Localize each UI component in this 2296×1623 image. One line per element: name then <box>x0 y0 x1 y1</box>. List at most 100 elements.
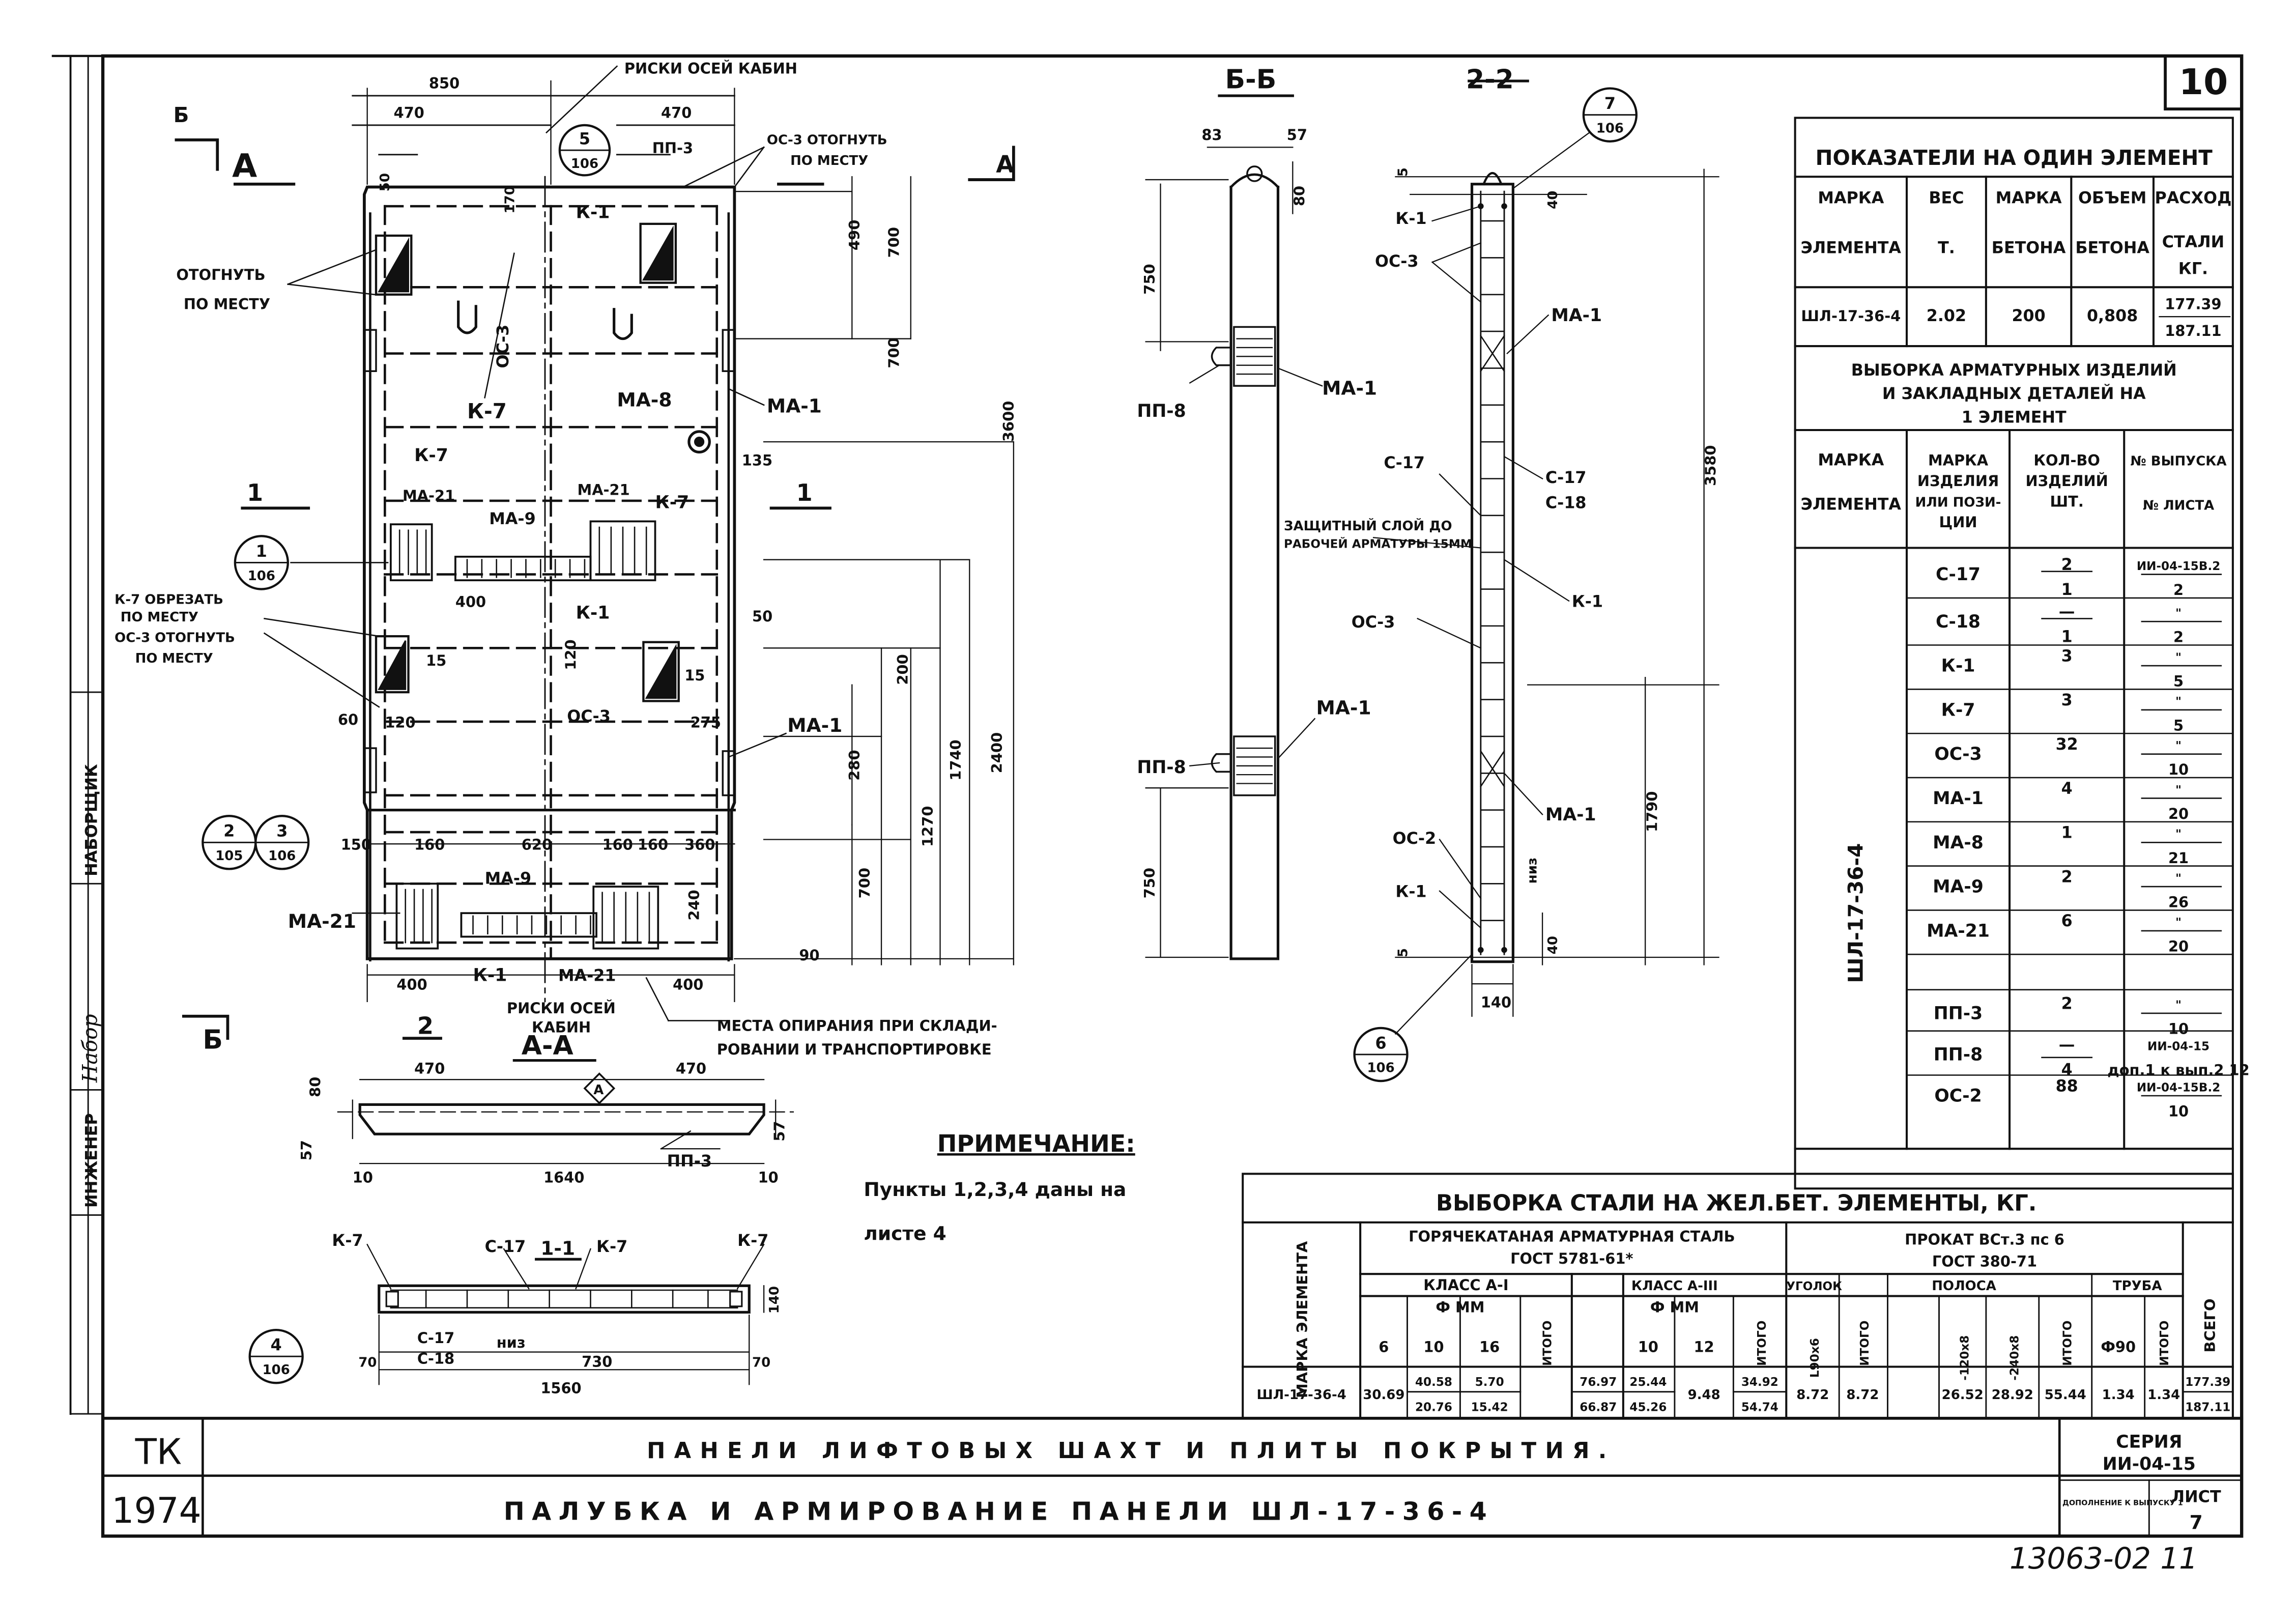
s22-circle6-bottom: 106 <box>1367 1061 1394 1076</box>
selection-row-mark: ОС-3 <box>1934 744 1982 764</box>
selection-row-ref-bottom: 26 <box>2168 894 2189 911</box>
s11-k7-mid: К-7 <box>596 1237 627 1256</box>
selection-row-mark: К-7 <box>1941 700 1975 720</box>
s22-dim-3580: 3580 <box>1702 445 1719 486</box>
note-line-1: Пункты 1,2,3,4 даны на <box>864 1178 1126 1201</box>
dim-50: 50 <box>752 608 772 625</box>
bb-ma1-bottom: МА-1 <box>1316 696 1371 719</box>
s11-c18: С-18 <box>417 1350 454 1368</box>
label-ma9-b: МА-9 <box>485 869 531 888</box>
dim-150: 150 <box>341 836 371 853</box>
dim-15-right: 15 <box>684 667 705 684</box>
label-ma8: МА-8 <box>617 389 672 411</box>
bb-dim-750-top: 750 <box>1141 264 1158 294</box>
steel-itogo-2: ИТОГО <box>1756 1321 1769 1366</box>
s22-niz: низ <box>1525 858 1540 884</box>
dim-470-right: 470 <box>661 104 692 121</box>
bb-dim-83: 83 <box>1201 126 1222 144</box>
k7-cut-3: ОС-3 ОТОГНУТЬ <box>114 631 235 646</box>
ind-h-steel-1: РАСХОД <box>2155 188 2231 207</box>
dim-160-a: 160 <box>414 836 445 853</box>
aa-dim-57-right: 57 <box>771 1121 788 1141</box>
selection-row-qty-top: 2 <box>2061 867 2073 886</box>
steel-v-pipe-it: 1.34 <box>2147 1387 2180 1403</box>
footer-list-label: ЛИСТ <box>2171 1488 2221 1506</box>
k7-cut-2: ПО МЕСТУ <box>121 610 198 625</box>
selection-row-qty-top: 3 <box>2061 646 2073 665</box>
sheet-border <box>101 54 2244 1538</box>
steel-col-6: 6 <box>1379 1339 1389 1356</box>
label-ma21-b: МА-21 <box>577 481 629 498</box>
label-k7-b: К-7 <box>414 445 448 466</box>
steel-col-angle: L90x6 <box>1809 1338 1822 1378</box>
section-b-mark-bottom: Б <box>203 1024 223 1055</box>
sel-h-item-2: ИЗДЕЛИЯ <box>1917 472 1999 490</box>
steel-hot-1: ГОРЯЧЕКАТАНАЯ АРМАТУРНАЯ СТАЛЬ <box>1409 1228 1735 1245</box>
label-oc3-b: ОС-3 <box>567 707 611 726</box>
selection-row-ref-bottom: 10 <box>2168 1020 2189 1037</box>
label-k1-mid: К-1 <box>576 603 610 623</box>
selection-row-qty-top: 88 <box>2056 1076 2078 1095</box>
selection-row-ref-top: " <box>2175 784 2182 797</box>
selection-row-qty-top: 2 <box>2061 994 2073 1013</box>
note: ПРИМЕЧАНИЕ: Пункты 1,2,3,4 даны на листе… <box>864 1130 1135 1245</box>
sel-h-item-3: ИЛИ ПОЗИ- <box>1915 495 2001 510</box>
selection-row-ref-bottom: 2 <box>2173 581 2184 599</box>
dim-360: 360 <box>684 836 715 853</box>
selection-row-ref-bottom: 20 <box>2168 937 2189 955</box>
ind-h-volume-2: БЕТОНА <box>2075 239 2149 258</box>
dim-700-bottom: 700 <box>856 868 873 898</box>
selection-text: ВЫБОРКА АРМАТУРНЫХ ИЗДЕЛИЙ И ЗАКЛАДНЫХ Д… <box>1801 360 2227 983</box>
selection-row-ref-bottom: доп.1 к вып.2 12 <box>2107 1061 2249 1078</box>
selection-row-mark: ОС-2 <box>1934 1086 1982 1106</box>
ind-h-concrete-2: БЕТОНА <box>1992 239 2066 258</box>
steel-title: ВЫБОРКА СТАЛИ НА ЖЕЛ.БЕТ. ЭЛЕМЕНТЫ, КГ. <box>1436 1191 2036 1216</box>
dim-120-b: 120 <box>562 639 580 670</box>
section-b-mark-top: Б <box>174 103 189 127</box>
ind-steel-top: 177.39 <box>2165 296 2221 313</box>
selection-row-ref-bottom: 20 <box>2168 805 2189 822</box>
sel-title-1: ВЫБОРКА АРМАТУРНЫХ ИЗДЕЛИЙ <box>1851 360 2177 380</box>
selection-row-mark: С-17 <box>1936 564 1981 585</box>
dim-200: 200 <box>894 654 911 685</box>
ind-steel-bot: 187.11 <box>2165 322 2221 339</box>
selection-row-mark: ПП-3 <box>1934 1003 1983 1023</box>
sel-title-2: И ЗАКЛАДНЫХ ДЕТАЛЕЙ НА <box>1882 384 2146 403</box>
sel-h-item-4: ЦИИ <box>1939 514 1977 531</box>
selection-row-ref-bottom: 10 <box>2168 761 2189 778</box>
s22-circle7-bottom: 106 <box>1596 121 1624 136</box>
selection-row-qty-bottom: 4 <box>2061 1060 2073 1079</box>
label-ma1-b: МА-1 <box>787 714 842 736</box>
bend-note-1: ОТОГНУТЬ <box>176 266 265 283</box>
plan-text: Б А А Б 1 1 2 РИСКИ ОСЕЙ КАБИН РИСКИ ОСЕ… <box>114 60 1017 1058</box>
s22-circle6-top: 6 <box>1375 1034 1387 1052</box>
s22-c18: С-18 <box>1545 493 1587 512</box>
dim-60: 60 <box>338 711 358 728</box>
section-22 <box>1353 79 1719 1083</box>
s22-dim-140: 140 <box>1481 993 1511 1011</box>
sheet-number: 10 <box>2179 62 2228 103</box>
s22-k1-a: К-1 <box>1395 209 1426 228</box>
selection-row-mark: МА-9 <box>1933 877 1984 897</box>
ind-h-mark-2: ЭЛЕМЕНТА <box>1801 239 1902 258</box>
section-1-mark-right: 1 <box>796 479 813 506</box>
dim-470-left: 470 <box>394 104 424 121</box>
steel-itogo-5: ИТОГО <box>2158 1321 2171 1366</box>
s22-k1-b: К-1 <box>1572 592 1603 611</box>
footer-tk: ТК <box>135 1432 182 1472</box>
s22-dim-40-top: 40 <box>1545 191 1561 209</box>
sel-h-ref-2: № ЛИСТА <box>2143 498 2214 513</box>
selection-table <box>1794 345 2234 1190</box>
steel-v-it2-bot: 54.74 <box>1741 1401 1778 1414</box>
steel-class-a1: КЛАСС А-I <box>1423 1276 1508 1294</box>
aa-dim-470-right: 470 <box>676 1060 706 1077</box>
footer-list-value: 7 <box>2190 1511 2203 1533</box>
section-22-text: 2-2 7 106 6 106 5 40 3580 1790 40 5 140 … <box>1284 65 1719 1076</box>
label-ma21-c: МА-21 <box>288 910 356 932</box>
dim-2400: 2400 <box>988 732 1006 774</box>
selection-row-ref-top: " <box>2175 607 2182 620</box>
s22-oc3-b: ОС-3 <box>1352 613 1395 632</box>
oc3-note-2: ПО МЕСТУ <box>790 153 868 168</box>
steel-v-it1-top: 76.97 <box>1580 1376 1617 1389</box>
